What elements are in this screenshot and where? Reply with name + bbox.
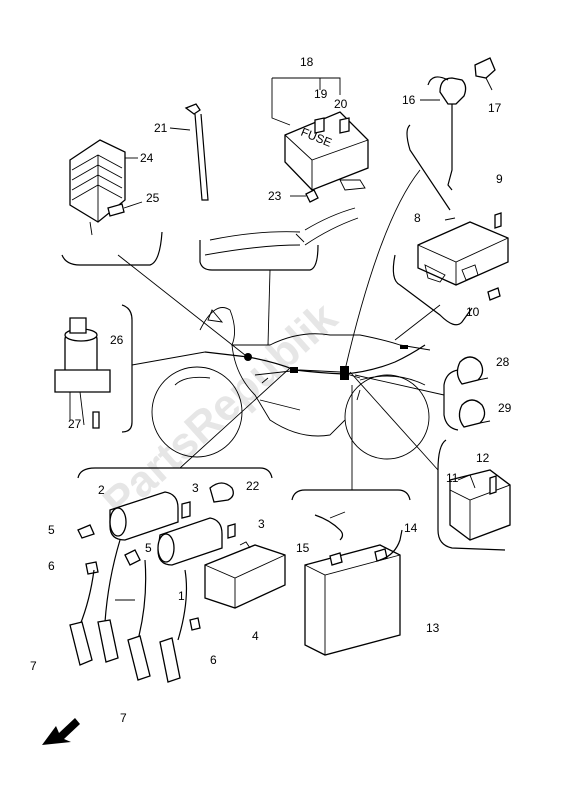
callout-27: 27 (68, 417, 82, 431)
callout-13: 13 (426, 621, 440, 635)
callout-20: 20 (334, 97, 348, 111)
callout-21: 21 (154, 121, 168, 135)
group-brackets (61, 124, 506, 551)
coil-cover-4 (204, 541, 286, 609)
callout-15: 15 (296, 541, 310, 555)
ignition-coils (69, 482, 236, 683)
battery-13 (304, 511, 403, 656)
callout-26: 26 (110, 333, 124, 347)
sidestand-switch-16 (420, 57, 496, 191)
motorcycle-outline (151, 307, 431, 460)
callout-17: 17 (488, 101, 502, 115)
callout-18: 18 (300, 55, 314, 69)
wire-harness (204, 344, 426, 401)
callout-8: 8 (414, 211, 421, 225)
rectifier-regulator-24 (69, 139, 143, 236)
callout-25: 25 (146, 191, 160, 205)
control-unit-8 (417, 212, 509, 301)
callout-16: 16 (402, 93, 416, 107)
callout-3a: 3 (192, 481, 199, 495)
callout-10: 10 (466, 305, 480, 319)
callout-24: 24 (140, 151, 154, 165)
callout-28: 28 (496, 355, 510, 369)
fuse-box-18: FUSE (204, 77, 369, 256)
front-direction-arrow-icon (42, 718, 80, 745)
callout-6b: 6 (210, 653, 217, 667)
callout-22: 22 (246, 479, 260, 493)
clamp-29 (458, 399, 491, 428)
callout-3b: 3 (258, 517, 265, 531)
callout-4: 4 (252, 629, 259, 643)
leader-lines (117, 169, 445, 490)
main-switch-26 (54, 317, 111, 429)
callout-9: 9 (496, 172, 503, 186)
callout-5b: 5 (145, 541, 152, 555)
callout-6a: 6 (48, 559, 55, 573)
callout-1: 1 (178, 589, 185, 603)
callout-2: 2 (98, 483, 105, 497)
cable-tie-21 (169, 103, 209, 201)
callout-29: 29 (498, 401, 512, 415)
callout-7a: 7 (30, 659, 37, 673)
callout-11: 11 (446, 471, 459, 485)
callout-12: 12 (476, 451, 490, 465)
starter-relay-11 (449, 469, 511, 541)
callout-7b: 7 (120, 711, 127, 725)
callout-19: 19 (314, 87, 328, 101)
callout-14: 14 (404, 521, 418, 535)
callout-23: 23 (268, 189, 282, 203)
callout-5a: 5 (48, 523, 55, 537)
clamp-28 (456, 356, 489, 385)
callout-labels: 1 2 3 3 4 5 5 6 6 7 7 8 9 10 11 12 13 14… (30, 55, 512, 725)
